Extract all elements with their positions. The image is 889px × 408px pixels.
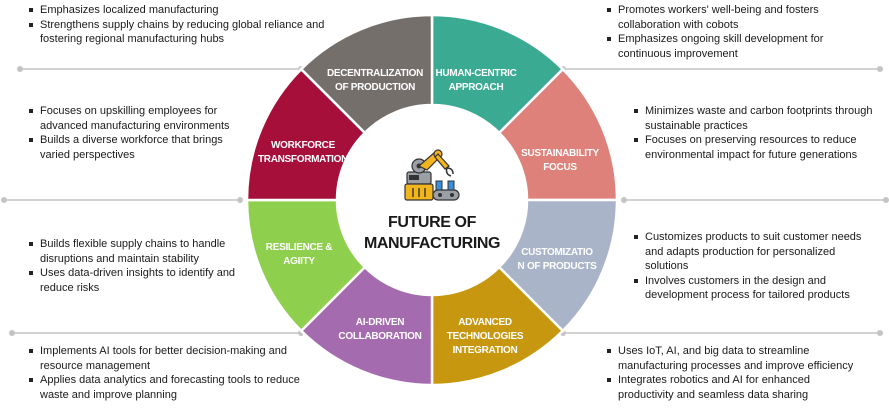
desc-ai-collaboration: Implements AI tools for better decision-… (29, 344, 319, 402)
connector-dot (883, 197, 889, 203)
list-item: Customizes products to suit customer nee… (634, 230, 879, 274)
list-item: Emphasizes ongoing skill development for… (607, 32, 837, 61)
list-item: Focuses on preserving resources to reduc… (634, 133, 874, 162)
list-item: Focuses on upskilling employees for adva… (29, 104, 244, 133)
connector-dot (877, 66, 883, 72)
label-advanced-tech: ADVANCED TECHNOLOGIES INTEGRATION (446, 317, 524, 356)
list-item: Builds flexible supply chains to handle … (29, 237, 244, 266)
connector-dot (17, 66, 23, 72)
label-ai-collaboration: AI-DRIVEN COLLABORATION (338, 317, 422, 342)
desc-workforce: Focuses on upskilling employees for adva… (29, 104, 244, 162)
title-line-1: FUTURE OF (388, 214, 476, 231)
list-item: Implements AI tools for better decision-… (29, 344, 319, 373)
list-item: Strengthens supply chains by reducing gl… (29, 18, 329, 47)
list-item: Involves customers in the design and dev… (634, 274, 879, 303)
desc-advanced-tech: Uses IoT, AI, and big data to streamline… (607, 344, 867, 402)
list-item: Emphasizes localized manufacturing (29, 3, 329, 18)
desc-sustainability: Minimizes waste and carbon footprints th… (634, 104, 874, 162)
connector-lines (1, 66, 889, 336)
connector-dot (9, 330, 15, 336)
connector-dot (877, 330, 883, 336)
desc-customization: Customizes products to suit customer nee… (634, 230, 879, 303)
center-title: FUTURE OF MANUFACTURING (332, 212, 532, 254)
label-customization: CUSTOMIZATIO N OF PRODUCTS (517, 247, 597, 272)
list-item: Applies data analytics and forecasting t… (29, 373, 319, 402)
list-item: Minimizes waste and carbon footprints th… (634, 104, 874, 133)
label-workforce: WORKFORCE TRANSFORMATION (257, 140, 349, 165)
connector-dot (237, 197, 243, 203)
label-decentralization: DECENTRALIZATION OF PRODUCTION (326, 68, 424, 93)
connector-dot (1, 197, 7, 203)
label-sustainability: SUSTAINABILITY FOCUS (521, 148, 599, 173)
list-item: Uses IoT, AI, and big data to streamline… (607, 344, 867, 373)
desc-human-centric: Promotes workers' well-being and fosters… (607, 3, 837, 61)
title-line-2: MANUFACTURING (363, 235, 501, 252)
list-item: Builds a diverse workforce that brings v… (29, 133, 244, 162)
list-item: Promotes workers' well-being and fosters… (607, 3, 837, 32)
list-item: Integrates robotics and AI for enhanced … (607, 373, 867, 402)
desc-resilience: Builds flexible supply chains to handle … (29, 237, 244, 295)
list-item: Uses data-driven insights to identify an… (29, 266, 244, 295)
desc-decentralization: Emphasizes localized manufacturing Stren… (29, 3, 329, 47)
label-human-centric: HUMAN-CENTRIC APPROACH (435, 68, 517, 93)
segments (245, 13, 619, 387)
robot-arm-icon (404, 149, 460, 201)
connector-dot (621, 197, 627, 203)
label-resilience: RESILIENCE & AGIITY (265, 242, 333, 267)
